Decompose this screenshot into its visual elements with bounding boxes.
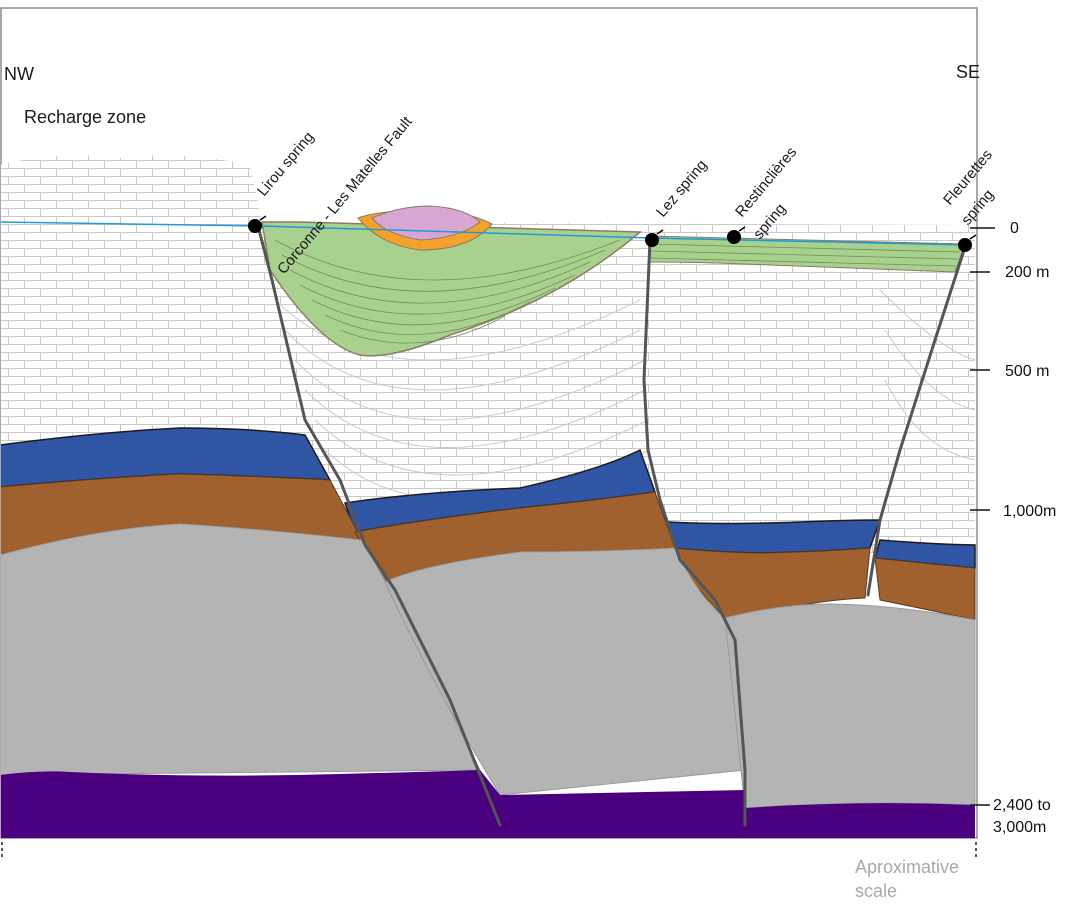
scale-0: 0 — [1010, 220, 1019, 237]
approx-scale-line2: scale — [855, 881, 897, 901]
scale-bottom-line1: 2,400 to — [993, 797, 1051, 814]
se-label: SE — [956, 62, 980, 82]
green-east-lines — [649, 243, 961, 267]
restinclieres-label-line1: Restinclières — [732, 144, 800, 221]
faults — [256, 224, 968, 827]
brown-layer — [1, 473, 976, 621]
purple-basement — [1, 770, 975, 838]
fleurettes-spring-marker — [958, 238, 972, 252]
lirou-spring-marker — [248, 219, 262, 233]
green-layer-syncline — [261, 221, 642, 357]
scale-bottom-line2: 3,000m — [993, 819, 1046, 836]
spring-markers — [248, 215, 977, 252]
green-layer-lines — [274, 239, 621, 344]
gray-layer — [1, 523, 976, 809]
approx-scale-line1: Aproximative — [855, 857, 959, 877]
green-layer-east — [649, 235, 966, 273]
east-bedding — [879, 289, 976, 461]
scale-1000m: 1,000m — [1003, 503, 1056, 520]
lez-spring-marker — [645, 233, 659, 247]
water-table — [1, 221, 967, 246]
scale-500m: 500 m — [1005, 363, 1049, 380]
restinclieres-spring-marker — [727, 230, 741, 244]
nw-label: NW — [4, 64, 34, 84]
recharge-zone-label: Recharge zone — [24, 107, 146, 127]
scale-200m: 200 m — [1005, 264, 1049, 281]
depth-scale-ticks — [970, 227, 995, 806]
lirou-spring-label: Lirou spring — [254, 129, 317, 200]
lez-spring-label: Lez spring — [653, 157, 711, 221]
